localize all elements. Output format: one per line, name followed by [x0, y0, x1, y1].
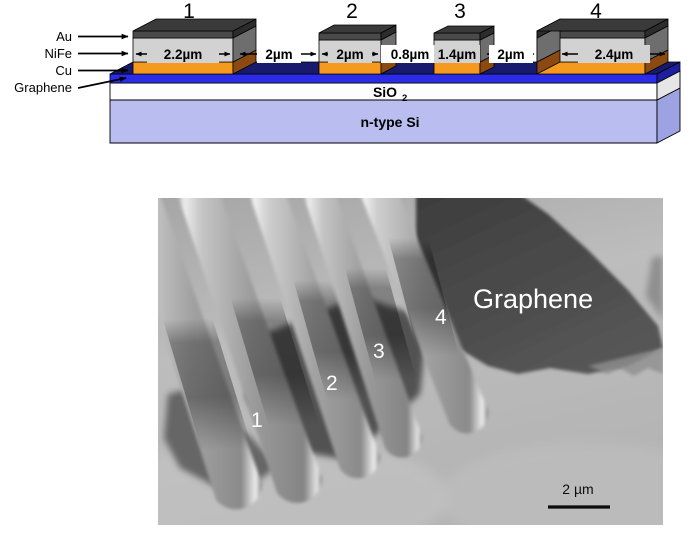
sem-scale-bar: 2 µm: [548, 481, 610, 509]
sem-scale-bar-label: 2 µm: [562, 481, 593, 497]
dimension-electrode-3: 1.4µm: [434, 45, 480, 63]
dimension-label-gap-3: 2µm: [497, 47, 524, 62]
sem-bg-haze-b: [438, 443, 663, 525]
sio2-caption: SiO 2: [373, 84, 407, 104]
dimension-label-electrode-1: 2.2µm: [164, 47, 203, 62]
device-number-1: 1: [183, 0, 195, 23]
device-number-4: 4: [590, 0, 602, 23]
dimension-label-electrode-4: 2.4µm: [595, 47, 634, 62]
schematic-svg: 1 2 3 4 Au NiFe Cu Graphene 2.2µm: [14, 0, 681, 144]
dimension-gap-1: 2µm: [239, 45, 317, 63]
sem-electrode-number-1: 1: [251, 409, 263, 432]
device-number-3: 3: [454, 0, 466, 23]
stack-label-au: Au: [56, 29, 72, 44]
stack-label-graphene: Graphene: [14, 80, 72, 95]
dimension-gap-2: 0.8µm: [381, 45, 439, 63]
sio2-subscript: 2: [402, 93, 407, 104]
si-label: n-type Si: [360, 114, 419, 130]
device-number-2: 2: [346, 0, 358, 23]
dimension-electrode-4: 2.4µm: [561, 45, 666, 63]
graphene-flake-region: [416, 198, 663, 376]
sem-svg: 1 2 3: [158, 198, 663, 525]
stack-label-nife: NiFe: [45, 46, 72, 61]
sem-micrograph-panel: 1 2 3: [158, 198, 663, 525]
dimension-label-gap-2: 0.8µm: [391, 47, 430, 62]
dimension-electrode-1: 2.2µm: [135, 45, 231, 63]
dimension-label-electrode-3: 1.4µm: [438, 47, 477, 62]
sem-electrode-number-4: 4: [435, 306, 447, 329]
schematic-panel: 1 2 3 4 Au NiFe Cu Graphene 2.2µm: [0, 0, 700, 180]
sem-electrode-number-3: 3: [373, 340, 385, 363]
sem-electrode-wire-a: [158, 198, 276, 510]
sio2-label: SiO: [373, 84, 397, 100]
dimension-label-electrode-2: 2µm: [336, 47, 363, 62]
dimension-electrode-2: 2µm: [321, 45, 379, 63]
sem-region-label-graphene: Graphene: [473, 284, 593, 314]
leader-arrow-graphene: [77, 76, 127, 89]
stack-label-cu: Cu: [55, 63, 72, 78]
dimension-label-gap-1: 2µm: [265, 47, 292, 62]
dimension-gap-3: 2µm: [486, 45, 535, 63]
sem-electrode-number-2: 2: [326, 372, 338, 395]
